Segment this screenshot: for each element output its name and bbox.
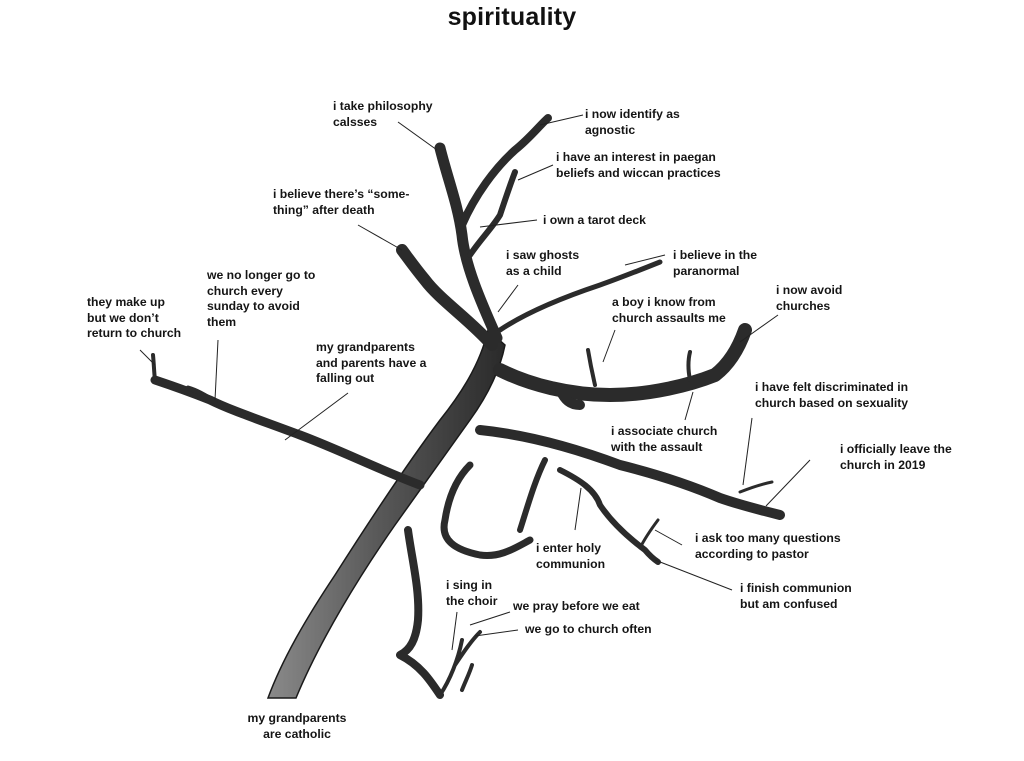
branch-discriminated-twig [738, 480, 774, 494]
label-philosophy: i take philosophy calsses [333, 99, 433, 129]
branch-avoid-twig [686, 350, 692, 382]
branch-right-long [475, 425, 785, 520]
label-avoid: i now avoid churches [776, 283, 843, 313]
branch-boy [586, 348, 597, 387]
label-finish: i finish communion but am confused [740, 581, 852, 611]
branch-right-upper-knot [555, 385, 585, 410]
label-questions: i ask too many questions according to pa… [695, 531, 841, 561]
label-associate: i associate church with the assault [611, 424, 718, 454]
label-discriminated: i have felt discriminated in church base… [755, 380, 909, 410]
label-communion: i enter holy communion [536, 541, 606, 571]
label-afterdeath: i believe there’s “some- thing” after de… [273, 187, 410, 217]
branch-questions-twig [638, 518, 660, 550]
branch-agnostic [458, 114, 552, 229]
diagram-title: spirituality [447, 3, 577, 31]
label-often: we go to church often [525, 622, 652, 636]
branch-communion [557, 467, 661, 565]
branch-tarot [467, 169, 518, 258]
branch-choir-twigs [438, 630, 482, 697]
branch-paranormal [497, 259, 663, 333]
label-paegan: i have an interest in paegan beliefs and… [556, 150, 721, 180]
branch-afterdeath [396, 244, 498, 351]
branch-lower-loop [440, 461, 534, 560]
branch-left-twig-a [151, 353, 157, 382]
branch-lower-loop-b [517, 457, 548, 533]
label-nolonger: we no longer go to church every sunday t… [207, 268, 316, 329]
label-fallingout: my grandparents and parents have a falli… [316, 340, 427, 385]
branch-choir [396, 526, 444, 699]
label-boy: a boy i know from church assaults me [612, 295, 726, 325]
branch-right-upper [493, 323, 752, 402]
label-paranormal: i believe in the paranormal [673, 248, 757, 278]
tree-branches [150, 114, 785, 699]
label-ghosts: i saw ghosts as a child [506, 248, 580, 278]
label-leave: i officially leave the church in 2019 [840, 442, 952, 472]
leader-lines [139, 114, 811, 651]
branch-upper-main [434, 142, 503, 344]
label-catholic: my grandparents are catholic [247, 711, 347, 741]
branch-left-twig-b [185, 385, 218, 405]
tree-trunk [266, 328, 506, 699]
label-agnostic: i now identify as agnostic [585, 107, 680, 137]
label-makeup: they make up but we don’t return to chur… [87, 295, 182, 340]
label-tarot: i own a tarot deck [543, 213, 646, 227]
branch-left [150, 375, 425, 490]
label-choir: i sing in the choir [446, 578, 498, 608]
label-pray: we pray before we eat [513, 599, 640, 613]
